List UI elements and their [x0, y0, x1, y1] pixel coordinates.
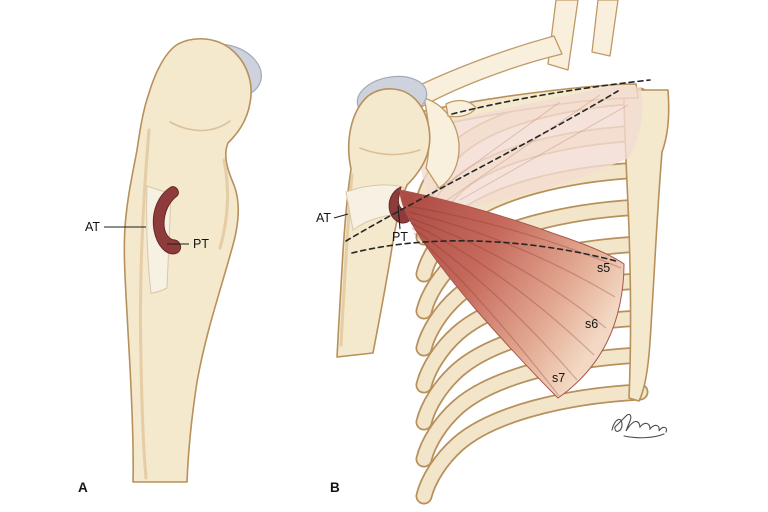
humerus-a	[123, 37, 252, 483]
pec-clavicular-fibers-3	[429, 101, 561, 197]
s7-label: s7	[552, 371, 565, 385]
at-leader-b	[333, 213, 349, 219]
upper-bone-1	[547, 0, 579, 71]
at-label-a: AT	[85, 220, 100, 234]
at-label-b: AT	[316, 211, 331, 225]
shaft-shading-a	[138, 128, 151, 480]
pec-major-sternal-head	[399, 189, 625, 399]
pec-fiber-6	[413, 232, 560, 397]
upper-bone-2	[591, 0, 619, 57]
humeral-neck-crease-a	[169, 120, 231, 132]
coracoid-process	[445, 99, 477, 118]
dashed-border-lower	[351, 240, 617, 262]
pec-fiber-1	[407, 205, 622, 269]
pt-leader-b	[397, 205, 401, 230]
artist-signature	[611, 413, 667, 439]
pec-clavicular-fibers-2	[459, 104, 629, 201]
pec-clavicular-head	[414, 85, 643, 213]
dashed-border-upper	[345, 90, 619, 242]
panel-b-letter: B	[330, 480, 340, 495]
pec-fiber-2	[408, 211, 616, 298]
panel-a-illustration: AT PT A	[78, 37, 262, 495]
pec-clavicular-fibers-1	[439, 94, 601, 206]
humeral-neck-crease-b	[359, 147, 421, 156]
panel-a-letter: A	[78, 480, 88, 495]
sternum	[623, 89, 670, 402]
s6-label: s6	[585, 317, 598, 331]
panel-b-illustration: AT PT s5 s6 s7 B	[316, 0, 670, 505]
pec-fiber-3	[409, 217, 607, 329]
dashed-border-clavicle	[451, 79, 651, 115]
s5-label: s5	[597, 261, 610, 275]
pec-fiber-4	[410, 222, 595, 356]
humerus-b	[336, 88, 431, 358]
pt-label-a: PT	[193, 237, 209, 251]
pec-fiber-5	[411, 227, 578, 381]
shaft-shading-a-2	[218, 158, 229, 250]
acromion	[401, 35, 563, 111]
tendon-hook-a	[152, 186, 182, 255]
rib	[417, 385, 647, 503]
pt-label-b: PT	[392, 230, 408, 244]
